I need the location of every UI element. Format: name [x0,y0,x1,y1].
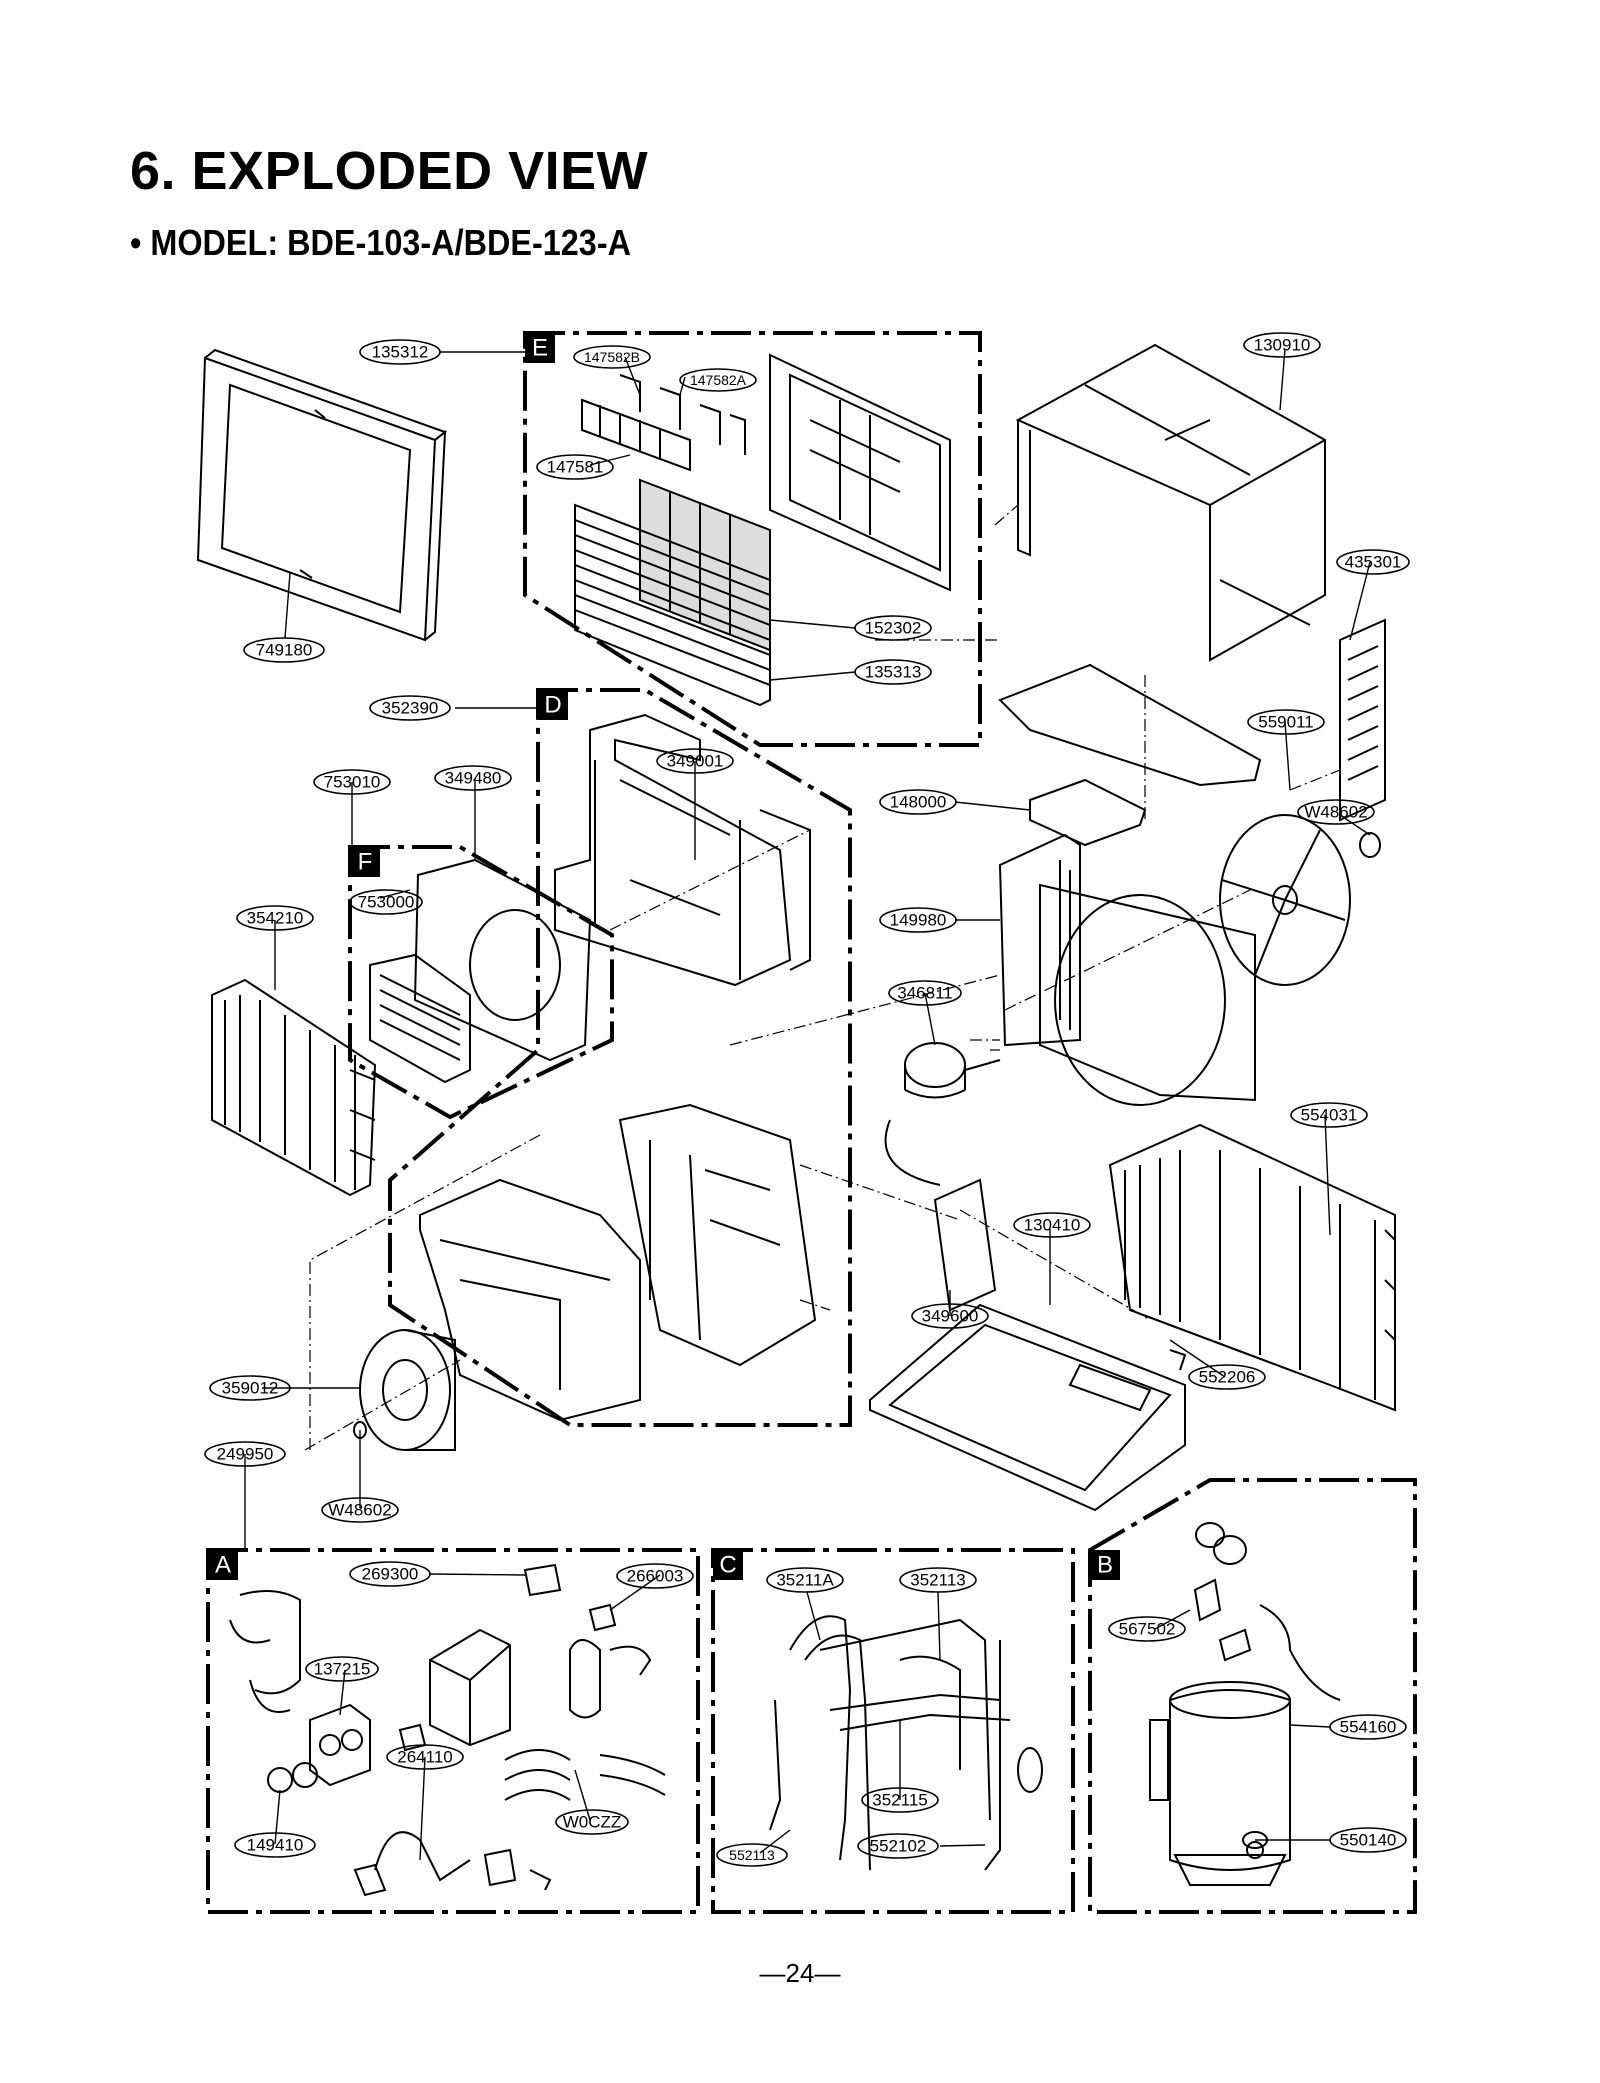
part-label: 552113 [729,1847,775,1863]
front-grille-drawing [574,353,951,707]
refrigerant-piping-drawing [769,1615,1043,1871]
side-louver-drawing [1339,618,1386,822]
section-c-box [711,1548,1075,1914]
part-label: 137215 [314,1660,371,1679]
part-label: 559011 [1258,713,1313,732]
part-label: 753000 [358,893,415,912]
blower-wheel-drawing [353,1329,456,1451]
outer-case-drawing [1015,343,1326,662]
air-guide-drawing [998,663,1262,847]
section-b-box [1088,1478,1417,1914]
section-label-c: C [719,1552,736,1579]
part-label: 349480 [445,769,502,788]
section-c-tag [713,1550,743,1580]
part-label: 269300 [362,1565,419,1584]
section-d-box [388,688,852,1427]
part-label: 149410 [247,1836,304,1855]
section-label-e: E [532,335,548,362]
condenser-coil-drawing [1108,1123,1396,1412]
part-label: W0CZZ [563,1813,622,1832]
section-label-a: A [215,1552,231,1579]
blower-housing-drawing [419,1178,641,1422]
part-label: 352390 [382,699,439,718]
section-label-f: F [358,849,373,876]
shroud-drawing [998,833,1256,1106]
part-label: 554031 [1301,1106,1358,1125]
part-label: 130910 [1254,336,1311,355]
model-subtitle: • MODEL: BDE-103-A/BDE-123-A [130,222,632,263]
section-label-b: B [1097,1552,1113,1579]
part-label: 249950 [217,1445,274,1464]
part-label: 753010 [324,773,381,792]
section-b-tag [1090,1550,1120,1580]
page-number: —24— [759,1958,841,1988]
part-label: 147582B [584,349,640,365]
part-label: 552102 [870,1837,927,1856]
page-title: 6. EXPLODED VIEW [130,141,649,201]
part-label: 135313 [865,663,922,682]
part-label: 349001 [667,752,724,771]
section-f-tag [350,847,380,877]
part-label: 135312 [372,343,429,362]
part-label: 749180 [256,641,313,660]
part-label: 435301 [1345,553,1402,572]
part-label: 147581 [547,458,604,477]
part-label: 147582A [690,372,747,388]
part-label: 149980 [890,911,947,930]
part-label: 567502 [1119,1620,1176,1639]
condenser-fan-drawing [1219,814,1381,986]
part-label: 359012 [222,1379,279,1398]
part-label: 352115 [872,1791,927,1810]
part-label: 352113 [910,1571,965,1590]
part-label: 550140 [1340,1831,1397,1850]
base-pan-drawing [869,1303,1187,1512]
evaporator-coil-drawing [211,978,377,1197]
fan-motor-drawing [884,1042,1001,1312]
part-label: 266003 [627,1567,684,1586]
section-f-box [348,845,614,1120]
part-label: 554160 [1340,1718,1397,1737]
section-a-tag [208,1550,238,1580]
section-a-box [206,1548,700,1914]
compressor-drawing [1149,1522,1341,1886]
part-label: 349600 [922,1307,979,1326]
section-e-tag [525,333,555,363]
electrical-parts-drawing [229,1563,666,1897]
part-label: 152302 [865,619,922,638]
part-label: 148000 [890,793,947,812]
part-label: 35211A [776,1571,834,1590]
part-label: 346811 [897,984,952,1003]
section-label-d: D [544,692,561,719]
part-label: 130410 [1024,1216,1081,1235]
chassis-drawing [554,713,817,1367]
section-e-box [523,331,982,747]
section-d-tag [538,690,568,720]
part-label: 552206 [1199,1368,1256,1387]
part-label: W48602 [328,1501,391,1520]
part-label: W48602 [1304,803,1367,822]
front-frame-drawing [196,348,448,642]
part-label: 354210 [247,909,304,928]
part-label: 264110 [397,1748,452,1767]
